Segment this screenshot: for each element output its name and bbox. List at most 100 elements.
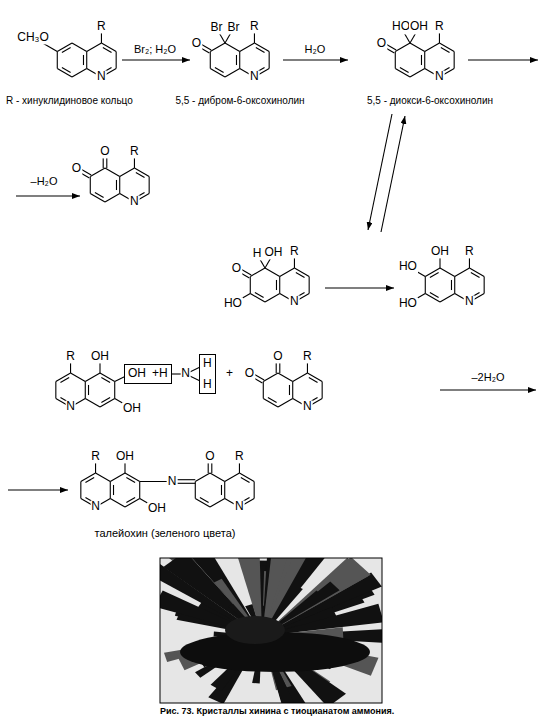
bond <box>215 67 224 72</box>
bond <box>221 485 222 495</box>
bond <box>294 268 309 277</box>
bond <box>225 473 240 482</box>
bond <box>72 69 87 78</box>
bond <box>85 399 100 408</box>
bond <box>424 52 425 69</box>
atom-label: HO <box>398 297 418 310</box>
bond <box>471 273 480 278</box>
bond <box>71 373 86 382</box>
bond <box>425 268 440 277</box>
boxed-group: OH+H <box>124 364 172 383</box>
bond <box>451 280 452 290</box>
atom-label: R <box>234 450 245 463</box>
reaction-arrow <box>16 195 80 196</box>
bond <box>103 48 112 53</box>
reaction-arrow <box>122 59 190 60</box>
bond <box>265 268 280 277</box>
compound-name: 5,5 - дибром-6-оксохинолин <box>174 95 305 106</box>
atom-label: N <box>96 70 107 83</box>
bond <box>113 485 114 495</box>
bond <box>292 382 293 399</box>
atom-label: N <box>289 295 300 308</box>
bond <box>265 294 280 303</box>
plus-sign: + <box>225 367 234 380</box>
reaction-arrow <box>381 116 405 232</box>
bond <box>95 192 104 197</box>
reaction-arrows <box>8 60 538 490</box>
bond <box>289 385 290 395</box>
bond <box>440 268 455 277</box>
bond <box>454 277 455 294</box>
compound-name: талейохин (зеленого цвета) <box>94 527 237 539</box>
bond <box>57 69 72 78</box>
bond <box>100 373 115 382</box>
atom-label: Br <box>227 22 241 35</box>
bond <box>81 473 96 482</box>
photo-frame <box>160 558 382 703</box>
atom-label: R <box>90 450 101 463</box>
bond <box>195 473 210 482</box>
bond <box>224 482 225 499</box>
bond <box>90 194 105 203</box>
bond <box>62 67 71 72</box>
bond <box>136 173 145 178</box>
bond <box>55 382 56 399</box>
atom-label: O <box>204 450 215 463</box>
bond <box>425 43 440 52</box>
bond <box>100 399 115 408</box>
atom-label: R <box>249 20 260 33</box>
reaction-arrow <box>440 389 536 390</box>
bond <box>440 294 455 303</box>
bond <box>293 373 308 382</box>
atom-label: N <box>129 195 140 208</box>
reaction-arrow <box>283 59 348 60</box>
atom-label: N <box>167 475 178 488</box>
atom-label: O <box>244 367 255 380</box>
bond <box>400 67 409 72</box>
atom-label: R <box>434 20 445 33</box>
reaction-condition: –H₂O <box>30 175 59 187</box>
atom-label: N <box>302 400 313 413</box>
atom-label: O <box>231 262 242 275</box>
bond <box>96 473 111 482</box>
bond <box>134 168 149 177</box>
bond <box>125 473 140 482</box>
bond <box>263 382 264 399</box>
crystal-mass <box>225 616 285 644</box>
bond <box>101 43 116 52</box>
bond <box>120 168 135 177</box>
atom-label: Br <box>210 22 224 35</box>
bond <box>60 378 69 383</box>
bond <box>254 43 269 52</box>
atom-label: OH <box>122 402 142 415</box>
bond <box>455 268 470 277</box>
bond <box>421 55 422 65</box>
atom-label: H <box>252 248 263 261</box>
bond <box>278 373 293 382</box>
bond <box>125 499 140 508</box>
bond <box>322 382 323 399</box>
bond <box>263 399 278 408</box>
atom-label: R <box>302 350 313 363</box>
atom-label: O <box>71 162 82 175</box>
atom-label: OH <box>115 450 135 463</box>
atom-label: N <box>65 400 76 413</box>
bond <box>269 52 270 69</box>
bond <box>85 478 94 483</box>
reaction-arrow <box>468 59 538 60</box>
bond <box>110 482 111 499</box>
bond <box>116 180 117 190</box>
atom-label: N <box>434 70 445 83</box>
bond <box>430 292 439 297</box>
bond <box>85 373 100 382</box>
bond <box>309 378 318 383</box>
bond <box>263 373 278 382</box>
atom-label: OH <box>409 21 429 34</box>
atom-label: O <box>272 350 283 363</box>
bond <box>268 397 277 402</box>
bond <box>88 385 89 395</box>
bond <box>250 268 265 277</box>
bond <box>309 277 310 294</box>
atom-label: HO <box>391 21 411 34</box>
reaction-condition: Br₂; H₂O <box>133 43 177 55</box>
